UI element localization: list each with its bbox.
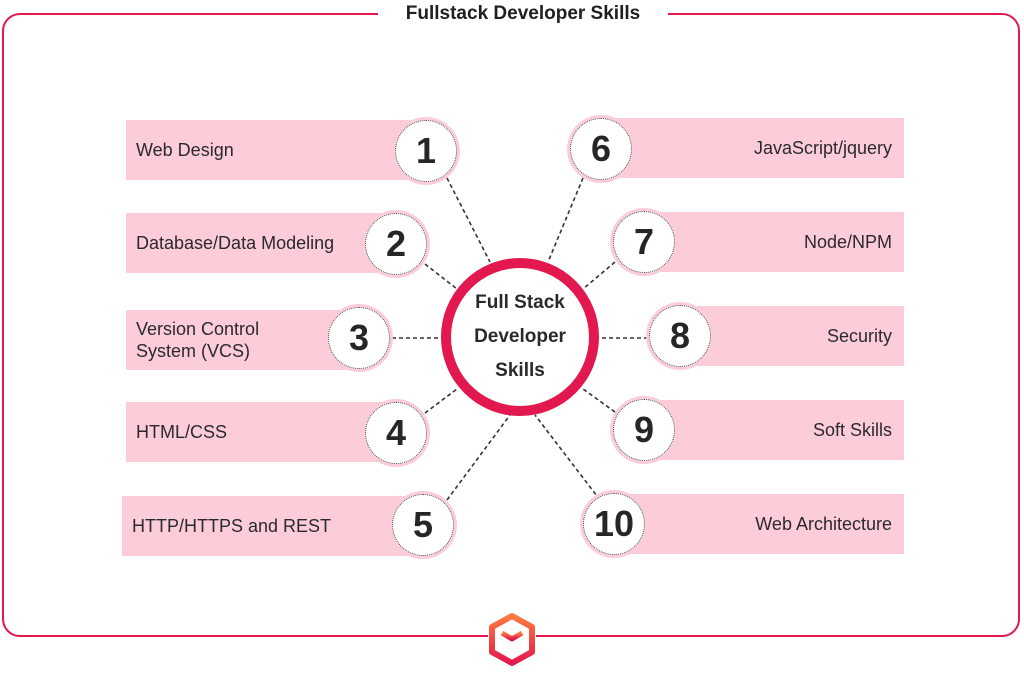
- skill-bar-web-design: Web Design: [126, 120, 416, 180]
- skill-label: HTTP/HTTPS and REST: [132, 515, 332, 536]
- skill-number-badge: 8: [646, 302, 714, 370]
- skill-label: Web Architecture: [755, 513, 892, 534]
- skill-number-badge: 7: [610, 208, 678, 276]
- skill-bar-node: Node/NPM: [644, 212, 904, 272]
- skill-number-badge: 4: [362, 399, 430, 467]
- skill-label: Soft Skills: [812, 419, 892, 440]
- cube-logo-icon: [488, 612, 536, 668]
- skill-label: JavaScript/jquery: [753, 137, 892, 158]
- skill-bar-soft-skills: Soft Skills: [644, 400, 904, 460]
- skill-number-badge: 6: [567, 115, 635, 183]
- skill-label: Version Control System (VCS): [136, 318, 260, 362]
- skill-number-badge: 3: [325, 304, 393, 372]
- skill-number-badge: 9: [610, 396, 678, 464]
- skill-number-badge: 5: [389, 491, 457, 559]
- skill-bar-http: HTTP/HTTPS and REST: [122, 496, 422, 556]
- skill-bar-web-architecture: Web Architecture: [614, 494, 904, 554]
- skill-label: Database/Data Modeling: [136, 232, 335, 253]
- skill-bar-vcs: Version Control System (VCS): [126, 310, 356, 370]
- connector-5: [446, 414, 511, 501]
- skill-number-badge: 2: [362, 210, 430, 278]
- skill-number-badge: 1: [392, 117, 460, 185]
- skill-bar-html-css: HTML/CSS: [126, 402, 386, 462]
- skill-number-badge: 10: [580, 490, 648, 558]
- page-title: Fullstack Developer Skills: [378, 0, 668, 28]
- skill-label: Node/NPM: [803, 231, 892, 252]
- skill-label: Security: [826, 325, 892, 346]
- skill-bar-javascript: JavaScript/jquery: [614, 118, 904, 178]
- skill-bar-database: Database/Data Modeling: [126, 213, 386, 273]
- connector-6: [547, 177, 584, 263]
- connector-1: [446, 177, 491, 263]
- skill-label: Web Design: [136, 139, 234, 160]
- connector-10: [534, 414, 601, 501]
- skill-label: HTML/CSS: [136, 421, 228, 442]
- center-hub: Full Stack Developer Skills: [441, 258, 599, 416]
